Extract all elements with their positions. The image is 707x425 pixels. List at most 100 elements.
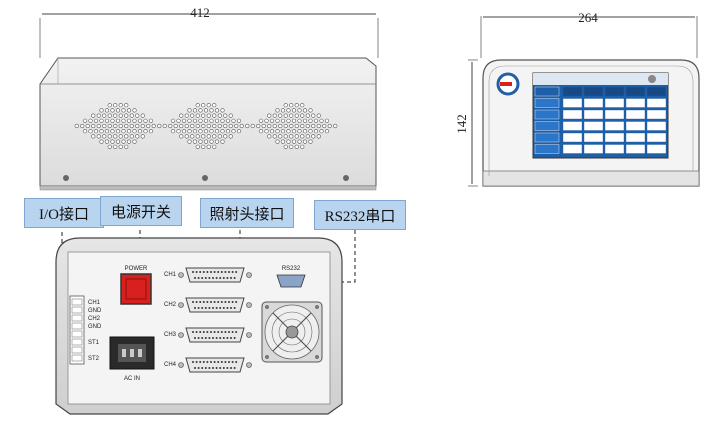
vent-hole <box>93 118 99 123</box>
vent-hole <box>168 123 173 129</box>
vent-hole <box>121 139 126 144</box>
vent-hole <box>206 134 211 139</box>
vent-hole <box>275 108 280 113</box>
vent-hole <box>206 103 211 108</box>
vent-hole <box>256 123 261 129</box>
vent-hole <box>107 123 112 129</box>
vent-hole <box>231 129 236 134</box>
vent-hole <box>192 129 198 134</box>
vent-hole <box>291 108 297 113</box>
vent-hole <box>157 123 162 129</box>
vent-hole <box>234 123 239 129</box>
vent-hole <box>220 129 225 134</box>
io-terminal-pin <box>71 314 83 322</box>
vent-hole <box>258 118 264 123</box>
vent-hole <box>267 134 272 139</box>
channel-label: CH4 <box>164 362 177 368</box>
vent-hole <box>146 123 151 129</box>
vent-hole <box>126 118 132 123</box>
vent-hole <box>124 123 129 129</box>
vent-hole <box>124 103 129 108</box>
vent-hole <box>107 103 112 108</box>
vent-hole <box>115 129 121 134</box>
vent-hole <box>236 129 242 134</box>
vent-hole <box>294 144 299 149</box>
vent-hole <box>113 113 118 118</box>
vent-hole <box>250 123 255 129</box>
vent-hole <box>82 118 88 123</box>
screen-cell <box>625 132 646 143</box>
vent-hole <box>283 113 288 118</box>
vent-hole <box>115 139 121 144</box>
screen-cell <box>604 109 625 120</box>
vent-hole <box>140 134 145 139</box>
vent-hole <box>283 123 288 129</box>
vent-hole <box>195 144 200 149</box>
vent-hole <box>96 134 101 139</box>
vent-hole <box>195 123 200 129</box>
vent-hole <box>203 129 209 134</box>
vent-hole <box>85 123 90 129</box>
io-terminal-block <box>69 295 85 365</box>
vent-hole <box>170 129 176 134</box>
vent-hole <box>212 123 217 129</box>
vent-hole <box>223 123 228 129</box>
vent-hole <box>294 134 299 139</box>
screen-cell <box>583 86 604 97</box>
screen-cell <box>562 132 583 143</box>
vent-hole <box>184 134 189 139</box>
vent-hole <box>148 129 154 134</box>
vent-hole <box>311 123 316 129</box>
vent-hole <box>181 129 187 134</box>
vent-hole <box>162 123 167 129</box>
io-pin-label: CH2 <box>88 316 101 322</box>
screen-channel-button <box>534 121 560 131</box>
screen-cell <box>583 98 604 108</box>
vent-hole <box>113 103 118 108</box>
io-terminal-pin <box>71 338 83 346</box>
power-label: POWER <box>125 266 148 272</box>
vent-hole <box>140 113 145 118</box>
screen-cell <box>646 86 667 97</box>
vent-hole <box>110 108 115 113</box>
vent-hole <box>110 129 115 134</box>
vent-hole <box>220 118 225 123</box>
vent-hole <box>289 144 294 149</box>
vent-hole <box>286 108 291 113</box>
vent-hole <box>96 123 101 129</box>
vent-hole <box>316 123 321 129</box>
vent-hole <box>308 129 313 134</box>
vent-hole <box>82 129 88 134</box>
vent-hole <box>96 113 101 118</box>
vent-hole <box>104 108 110 113</box>
db25-connector <box>185 327 245 343</box>
vent-hole <box>129 113 134 118</box>
vent-hole <box>300 134 305 139</box>
front-view: 264 142 <box>454 10 700 187</box>
side-foot-screw <box>202 175 208 181</box>
vent-hole <box>291 139 297 144</box>
vent-hole <box>316 134 321 139</box>
vent-hole <box>302 108 308 113</box>
vent-hole <box>107 134 112 139</box>
io-interface-label: I/O接口 <box>24 198 104 228</box>
vent-hole <box>311 134 316 139</box>
vent-hole <box>206 123 211 129</box>
vent-hole <box>278 123 283 129</box>
vent-hole <box>99 129 104 134</box>
vent-hole <box>319 118 324 123</box>
screen-cell <box>562 98 583 108</box>
vent-hole <box>225 129 231 134</box>
screen-channel-button <box>534 132 560 143</box>
vent-hole <box>121 108 126 113</box>
vent-hole <box>261 123 266 129</box>
vent-hole <box>214 118 220 123</box>
vent-hole <box>283 103 288 108</box>
vent-hole <box>104 139 110 144</box>
channel-label: CH2 <box>164 302 177 308</box>
vent-hole <box>121 118 126 123</box>
vent-hole <box>294 123 299 129</box>
vent-hole <box>206 113 211 118</box>
vent-hole <box>319 129 324 134</box>
vent-hole <box>264 118 269 123</box>
